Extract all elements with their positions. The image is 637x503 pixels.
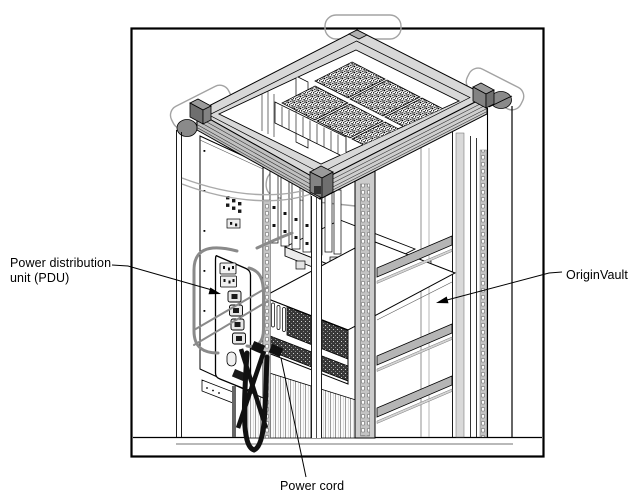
center-rail-column (354, 170, 376, 439)
power-cord-leader-line (280, 357, 307, 478)
panel-connector (226, 218, 241, 229)
originvault-label-text: OriginVault (566, 268, 629, 282)
pdu-leader-line (111, 264, 213, 291)
front-post (311, 195, 322, 438)
power-cord-graphic (232, 341, 284, 453)
originvault-label: OriginVault (566, 268, 628, 283)
pdu-label-line1: Power distribution (10, 256, 112, 270)
originvault-arrowhead (436, 296, 449, 304)
originvault-leader-line (446, 271, 563, 301)
rack-top-ring (189, 29, 495, 200)
pdu-label: Power distribution unit (PDU) (10, 256, 111, 286)
rack-silhouette (176, 95, 513, 437)
power-cord-label: Power cord (280, 479, 344, 494)
pdu-label-line2: unit (PDU) (10, 271, 70, 285)
bay-rails (376, 235, 453, 424)
ring-corner-blocks (189, 29, 495, 199)
power-cord-label-text: Power cord (280, 479, 345, 493)
right-bay-posts (420, 108, 489, 438)
pdu-arrowhead (208, 287, 221, 295)
callout-leaders (111, 264, 563, 478)
